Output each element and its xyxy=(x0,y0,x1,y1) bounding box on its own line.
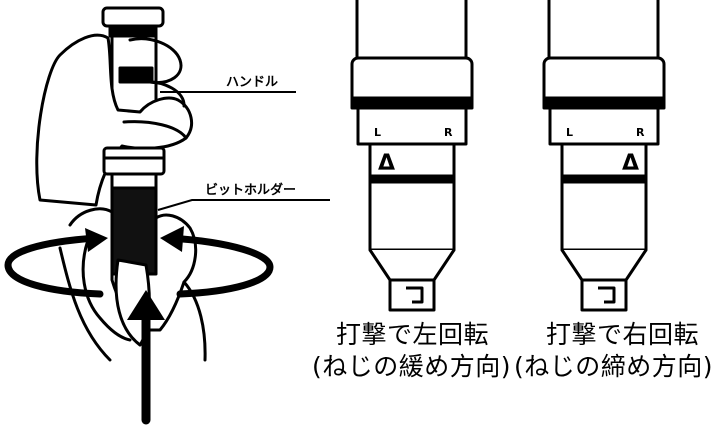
handle-callout: ハンドル xyxy=(226,75,278,90)
tool-left-label-r: R xyxy=(444,126,453,139)
hand-held-driver-illustration xyxy=(4,6,274,425)
bit-holder-callout: ビットホルダー xyxy=(205,182,296,198)
tool-right-label-l: L xyxy=(566,126,573,139)
rotation-arrow-left xyxy=(4,234,104,298)
tool-left-caption-line1: 打撃で左回転 xyxy=(336,320,490,349)
bit-holder-leader xyxy=(157,199,330,211)
tool-left-indicator: Δ xyxy=(378,151,395,176)
driver-collar xyxy=(102,146,166,176)
lower-hand xyxy=(58,207,207,362)
callout-leaders xyxy=(157,91,330,211)
tool-right-indicator: Δ xyxy=(622,151,639,176)
driver-top-cap xyxy=(101,6,165,28)
rotation-arrow-right xyxy=(166,234,274,298)
tool-left-rotation xyxy=(350,0,474,312)
tool-right-label-r: R xyxy=(636,126,645,139)
tool-right-rotation xyxy=(542,0,666,312)
tool-right-caption-line1: 打撃で右回転 xyxy=(546,320,700,349)
tool-left-label-l: L xyxy=(374,126,381,139)
tool-right-caption-line2: (ねじの締め方向) xyxy=(514,352,714,381)
tool-left-caption-line2: (ねじの緩め方向) xyxy=(312,352,512,381)
upper-hand xyxy=(35,33,194,207)
